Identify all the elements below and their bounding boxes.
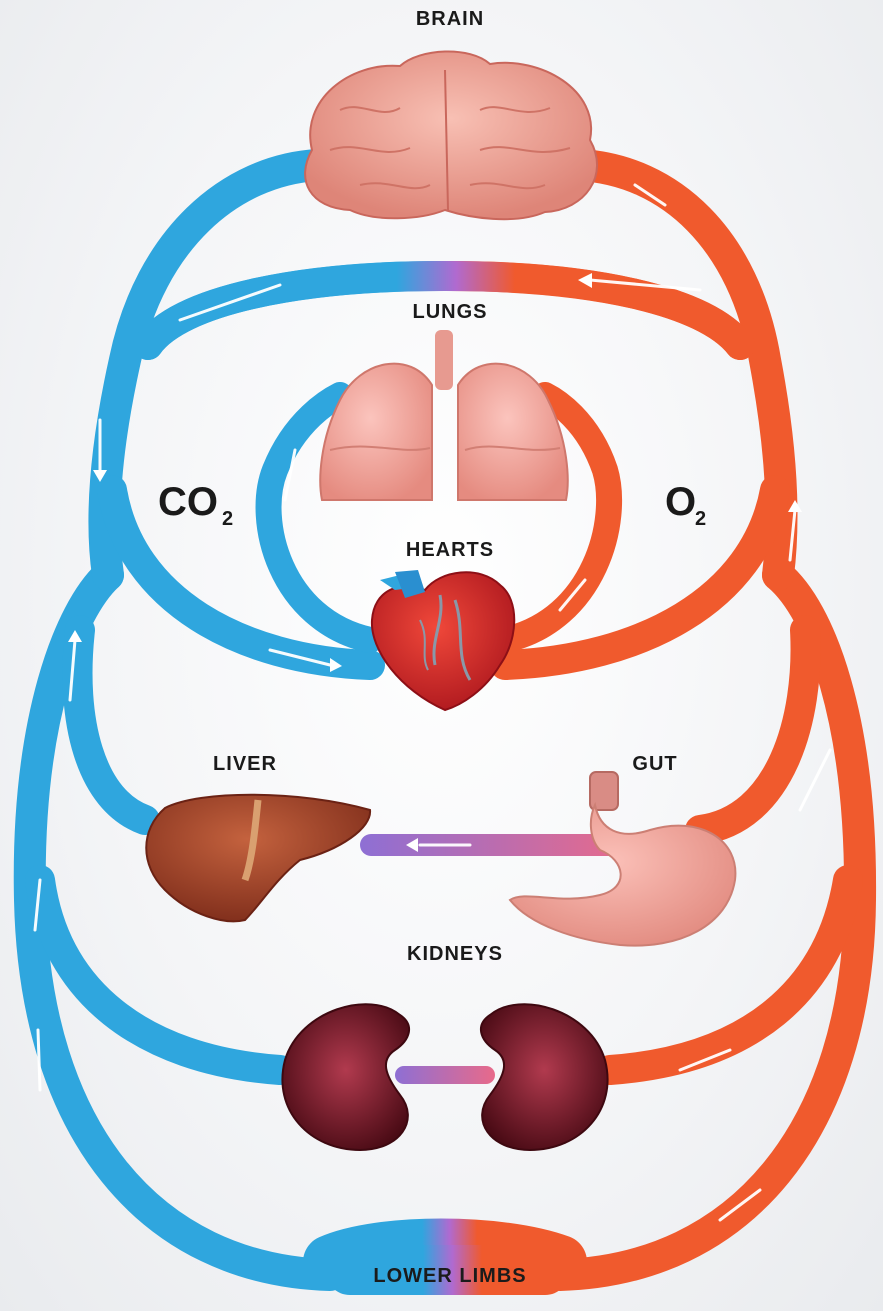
lungs-illustration [320,330,567,500]
label-lower-limbs: LOWER LIMBS [373,1265,526,1287]
vessel-gut-right [700,630,806,830]
liver-illustration [146,795,370,922]
vessel-kidney-link [395,1066,495,1084]
label-kidneys: KIDNEYS [407,943,503,965]
arrow-right-gut [800,750,830,810]
label-liver: LIVER [213,753,277,775]
vessel-liver-left [78,630,145,820]
co2-label: CO 2 [158,480,233,530]
vessel-gut-liver [360,834,630,856]
label-lungs: LUNGS [413,301,488,323]
label-heart: HEARTS [406,539,494,561]
o2-text: O [665,480,696,524]
co2-text: CO [158,480,218,524]
arrow-left-up-3 [38,1030,40,1090]
vessel-heart-right-loop [505,490,775,665]
o2-subscript: 2 [695,508,706,530]
o2-label: O 2 [665,480,706,530]
label-gut: GUT [632,753,677,775]
gut-illustration [510,772,735,946]
label-brain: BRAIN [416,8,484,30]
brain-illustration [305,51,597,219]
heart-illustration [372,570,514,710]
co2-subscript: 2 [222,508,233,530]
